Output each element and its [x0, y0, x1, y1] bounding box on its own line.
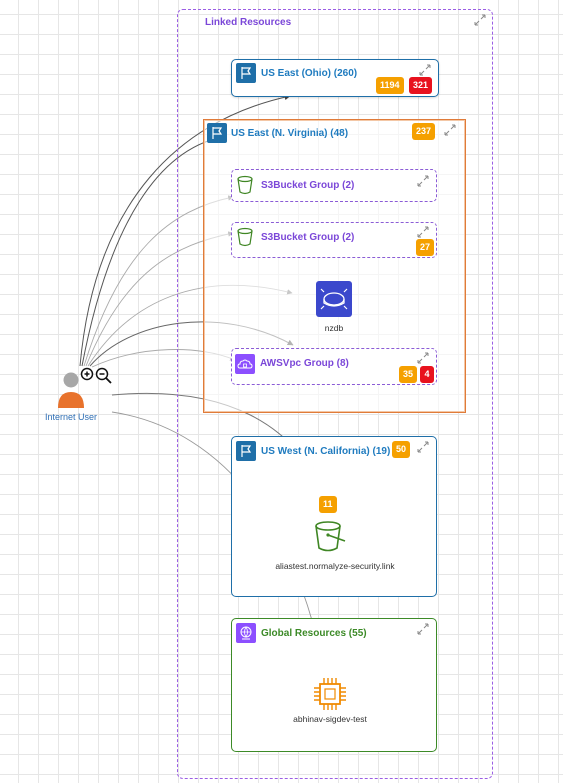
vpc-group-title: AWSVpc Group (8)	[260, 358, 349, 369]
internet-user-icon[interactable]	[55, 370, 89, 410]
s3-bucket-icon	[237, 175, 253, 195]
region-virginia-title: US East (N. Virginia) (48)	[231, 128, 349, 139]
vpc-warning-badge[interactable]: 35	[399, 366, 418, 383]
region-ohio-title: US East (Ohio) (260)	[261, 68, 358, 79]
expand-icon[interactable]	[416, 351, 430, 365]
globe-icon	[236, 623, 256, 643]
ec2-chip-icon[interactable]	[312, 676, 348, 712]
expand-icon[interactable]	[416, 174, 430, 188]
aws-region-flag-icon	[236, 441, 256, 461]
zoom-out-icon[interactable]	[95, 367, 113, 385]
expand-icon[interactable]	[416, 440, 430, 454]
s3bucket-group-1[interactable]: S3Bucket Group (2)	[231, 169, 437, 202]
expand-icon[interactable]	[416, 225, 430, 239]
s3-group-1-title: S3Bucket Group (2)	[261, 180, 355, 191]
region-california-title: US West (N. California) (19)	[261, 446, 391, 457]
expand-icon[interactable]	[418, 63, 432, 77]
ohio-critical-badge[interactable]: 321	[409, 77, 433, 94]
s3-bucket-icon	[237, 227, 253, 247]
region-us-east-ohio[interactable]: US East (Ohio) (260) 1194 321	[231, 59, 439, 97]
s3-group-2-warning-badge[interactable]: 27	[416, 239, 435, 256]
expand-icon[interactable]	[473, 13, 487, 27]
aws-region-flag-icon	[236, 63, 256, 83]
instance-label: abhinav-sigdev-test	[293, 714, 367, 724]
california-warning-badge[interactable]: 50	[392, 441, 411, 458]
linked-resources-title: Linked Resources	[205, 17, 292, 28]
zoom-in-icon[interactable]	[80, 367, 95, 382]
bucket-warning-badge[interactable]: 11	[319, 496, 337, 513]
s3bucket-group-2[interactable]: S3Bucket Group (2) 27	[231, 222, 437, 258]
region-us-west-california[interactable]: US West (N. California) (19) 50	[231, 436, 437, 597]
region-global-title: Global Resources (55)	[261, 628, 367, 639]
bucket-label: aliastest.normalyze-security.link	[275, 561, 395, 571]
virginia-warning-badge[interactable]: 237	[412, 123, 436, 140]
aws-region-flag-icon	[207, 123, 227, 143]
nzdb-label: nzdb	[324, 323, 344, 333]
expand-icon[interactable]	[416, 622, 430, 636]
expand-icon[interactable]	[443, 123, 457, 137]
s3-bucket-icon[interactable]	[312, 519, 348, 555]
database-icon	[316, 281, 352, 317]
s3-group-2-title: S3Bucket Group (2)	[261, 232, 355, 243]
internet-user-label: Internet User	[44, 412, 98, 422]
ohio-warning-badge[interactable]: 1194	[376, 77, 404, 94]
vpc-critical-badge[interactable]: 4	[420, 366, 434, 383]
awsvpc-group[interactable]: AWSVpc Group (8) 35 4	[231, 348, 437, 385]
nzdb-node[interactable]	[316, 281, 352, 317]
vpc-cloud-icon	[235, 354, 255, 374]
